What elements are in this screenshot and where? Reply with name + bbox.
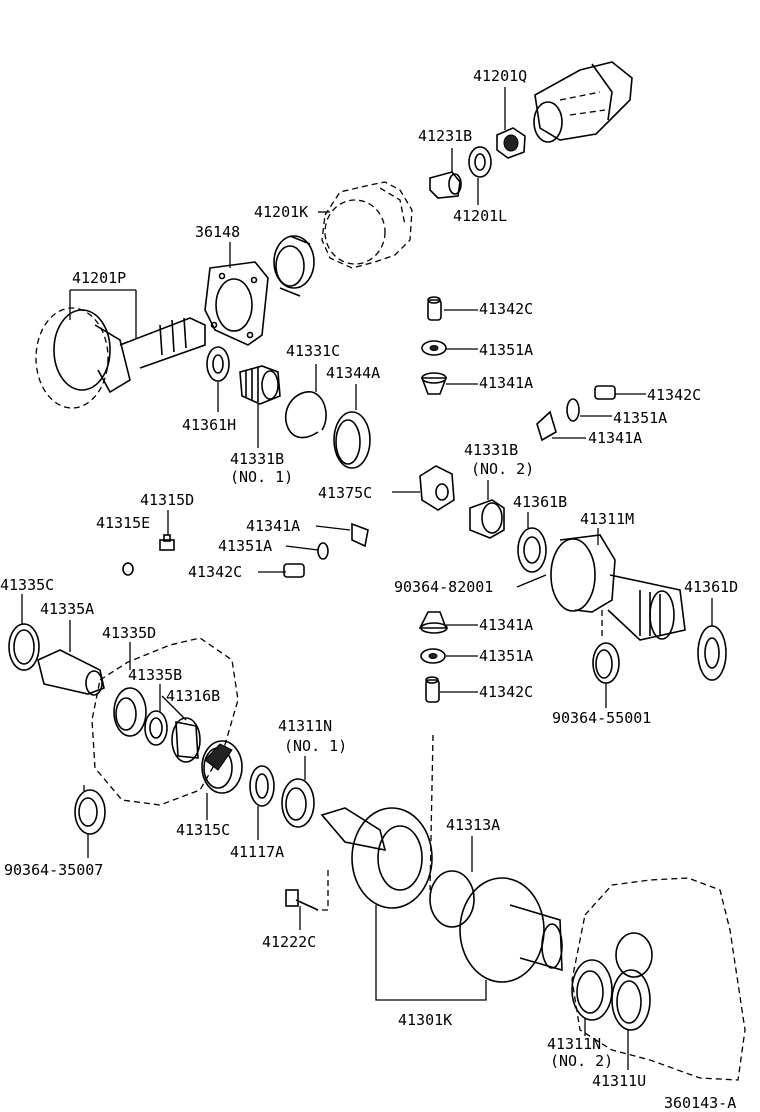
label-41231b: 41231B	[418, 127, 472, 145]
label-41331b-2: 41331B	[464, 441, 518, 459]
label-41201p: 41201P	[72, 269, 126, 287]
part-gear-41341a-1	[420, 372, 448, 395]
part-housing-41335d	[91, 637, 239, 806]
label-41335a: 41335A	[40, 600, 94, 618]
part-retainer-41316b	[171, 717, 201, 763]
part-pin-41342c-2	[594, 385, 616, 400]
part-pin-41231b	[429, 171, 462, 199]
label-41331b-1: 41331B	[230, 450, 284, 468]
part-ring-gear-41201p	[35, 307, 206, 409]
label-41351a-2: 41351A	[613, 409, 667, 427]
part-bolt-41315d	[159, 534, 175, 551]
label-41351a-4: 41351A	[479, 647, 533, 665]
label-41342c-2: 41342C	[647, 386, 701, 404]
label-41222c: 41222C	[262, 933, 316, 951]
part-washer-41351a-1	[421, 340, 447, 356]
part-ring-41344a	[333, 411, 371, 469]
label-41335c: 41335C	[0, 576, 54, 594]
label-36148: 36148	[195, 223, 240, 241]
part-washer-41351a-3	[317, 542, 329, 560]
label-41351a-1: 41351A	[479, 341, 533, 359]
label-41341a-2: 41341A	[588, 429, 642, 447]
label-41201q: 41201Q	[473, 67, 527, 85]
part-bearing-90364-55001	[592, 642, 620, 684]
label-41342c-3: 41342C	[188, 563, 242, 581]
label-41311n-2: 41311N	[547, 1035, 601, 1053]
part-housing-41201q	[533, 61, 633, 143]
part-ring-41335c	[8, 623, 40, 671]
label-41201l: 41201L	[453, 207, 507, 225]
label-90364-82001: 90364-82001	[394, 578, 493, 596]
part-gear-41341a-4	[418, 611, 448, 634]
part-bearing-41201l	[468, 146, 492, 178]
label-41316b: 41316B	[166, 687, 220, 705]
label-41315e: 41315E	[96, 514, 150, 532]
part-washer-41361d	[697, 625, 727, 681]
part-seal-41315c	[201, 740, 243, 794]
label-41311u: 41311U	[592, 1072, 646, 1090]
label-41311m: 41311M	[580, 510, 634, 528]
label-41335b: 41335B	[128, 666, 182, 684]
part-housing-41201k	[321, 181, 413, 269]
part-block-41375c	[419, 465, 455, 511]
label-41313a: 41313A	[446, 816, 500, 834]
label-41361d: 41361D	[684, 578, 738, 596]
part-ring-41315e	[122, 562, 134, 576]
label-41315d: 41315D	[140, 491, 194, 509]
label-41331b-2-note: (NO. 2)	[471, 460, 534, 478]
part-nut-41201q	[496, 127, 526, 159]
part-bolt-41222c	[285, 889, 319, 911]
part-gear-41341a-2	[536, 410, 557, 442]
label-41301k: 41301K	[398, 1011, 452, 1029]
part-ring-41335b	[144, 710, 168, 746]
label-41335d: 41335D	[102, 624, 156, 642]
part-spline-41331b-no1	[239, 365, 281, 405]
part-shaft-41335a	[37, 649, 105, 696]
label-41351a-3: 41351A	[218, 537, 272, 555]
label-41342c-1: 41342C	[479, 300, 533, 318]
label-41361h: 41361H	[182, 416, 236, 434]
label-41344a: 41344A	[326, 364, 380, 382]
part-bearing-90364-35007	[74, 789, 106, 835]
part-seal-41311u	[611, 969, 651, 1031]
part-snap-ring-41331c	[285, 391, 327, 439]
part-washer-41117a	[249, 765, 275, 807]
label-90364-35007: 90364-35007	[4, 861, 103, 879]
diagram-id: 360143-A	[664, 1094, 736, 1112]
part-bearing-41201k	[273, 235, 315, 297]
label-41331b-1-note: (NO. 1)	[230, 468, 293, 486]
part-pin-41342c-4	[425, 676, 440, 703]
label-41315c: 41315C	[176, 821, 230, 839]
part-gasket-36148	[204, 261, 269, 346]
leader-lines	[21, 87, 713, 1070]
part-washer-41351a-4	[420, 648, 446, 664]
label-90364-55001: 90364-55001	[552, 709, 651, 727]
label-41311n-1: 41311N	[278, 717, 332, 735]
label-41331c: 41331C	[286, 342, 340, 360]
label-41341a-3: 41341A	[246, 517, 300, 535]
label-41311n-2-note: (NO. 2)	[550, 1052, 613, 1070]
part-gear-41341a-3	[351, 522, 369, 548]
part-spline-41331b-no2	[469, 499, 505, 539]
part-pin-41342c-3	[283, 563, 305, 578]
label-41341a-4: 41341A	[479, 616, 533, 634]
part-washer-41361b	[517, 527, 547, 573]
label-41311n-1-note: (NO. 1)	[284, 737, 347, 755]
part-oring-41313a	[429, 870, 475, 928]
part-bearing-41311n-no2	[571, 959, 613, 1021]
label-41375c: 41375C	[318, 484, 372, 502]
part-flange-41301k	[320, 807, 563, 983]
label-41201k: 41201K	[254, 203, 308, 221]
part-diff-case-41311m	[550, 534, 686, 641]
part-washer-41351a-2	[566, 398, 580, 422]
label-41117a: 41117A	[230, 843, 284, 861]
label-41361b: 41361B	[513, 493, 567, 511]
part-washer-41361h	[206, 346, 230, 382]
part-pin-41342c-1	[427, 296, 442, 321]
part-bearing-41311n-no1	[281, 778, 315, 828]
label-41342c-4: 41342C	[479, 683, 533, 701]
label-41341a-1: 41341A	[479, 374, 533, 392]
